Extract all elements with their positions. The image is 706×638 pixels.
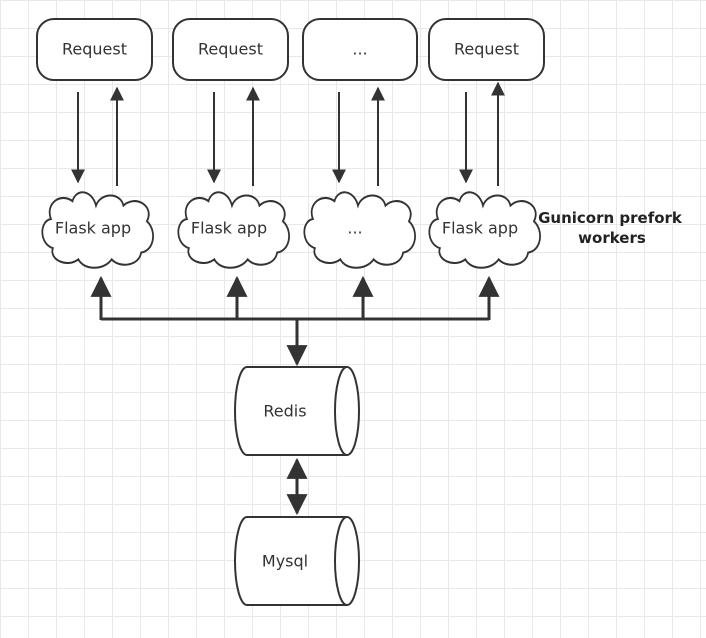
request-label: ... [352,40,367,59]
mysql-cylinder: Mysql [234,516,360,606]
worker-label: Flask app [442,219,518,238]
worker-group-label: Gunicorn prefork workers [538,209,683,247]
worker-cloud-3: ... [303,191,417,269]
request-box-4: Request [428,18,545,81]
request-label: Request [454,40,519,59]
request-box-1: Request [36,18,153,81]
worker-label: ... [347,219,362,238]
mysql-label: Mysql [262,552,308,571]
request-arrows [71,81,505,186]
redis-cylinder: Redis [234,366,360,456]
worker-group-label-line-2: workers [578,229,646,247]
request-label: Request [62,40,127,59]
worker-cloud-2: Flask app [177,191,291,269]
worker-cloud-1: Flask app [41,191,155,269]
worker-label: Flask app [55,219,131,238]
request-label: Request [198,40,263,59]
worker-group-label-line-1: Gunicorn prefork [538,209,683,227]
redis-label: Redis [263,402,306,421]
request-box-3: ... [302,18,418,81]
worker-label: Flask app [191,219,267,238]
request-box-2: Request [172,18,289,81]
worker-cloud-4: Flask app [428,191,542,269]
worker-bus [90,275,500,367]
